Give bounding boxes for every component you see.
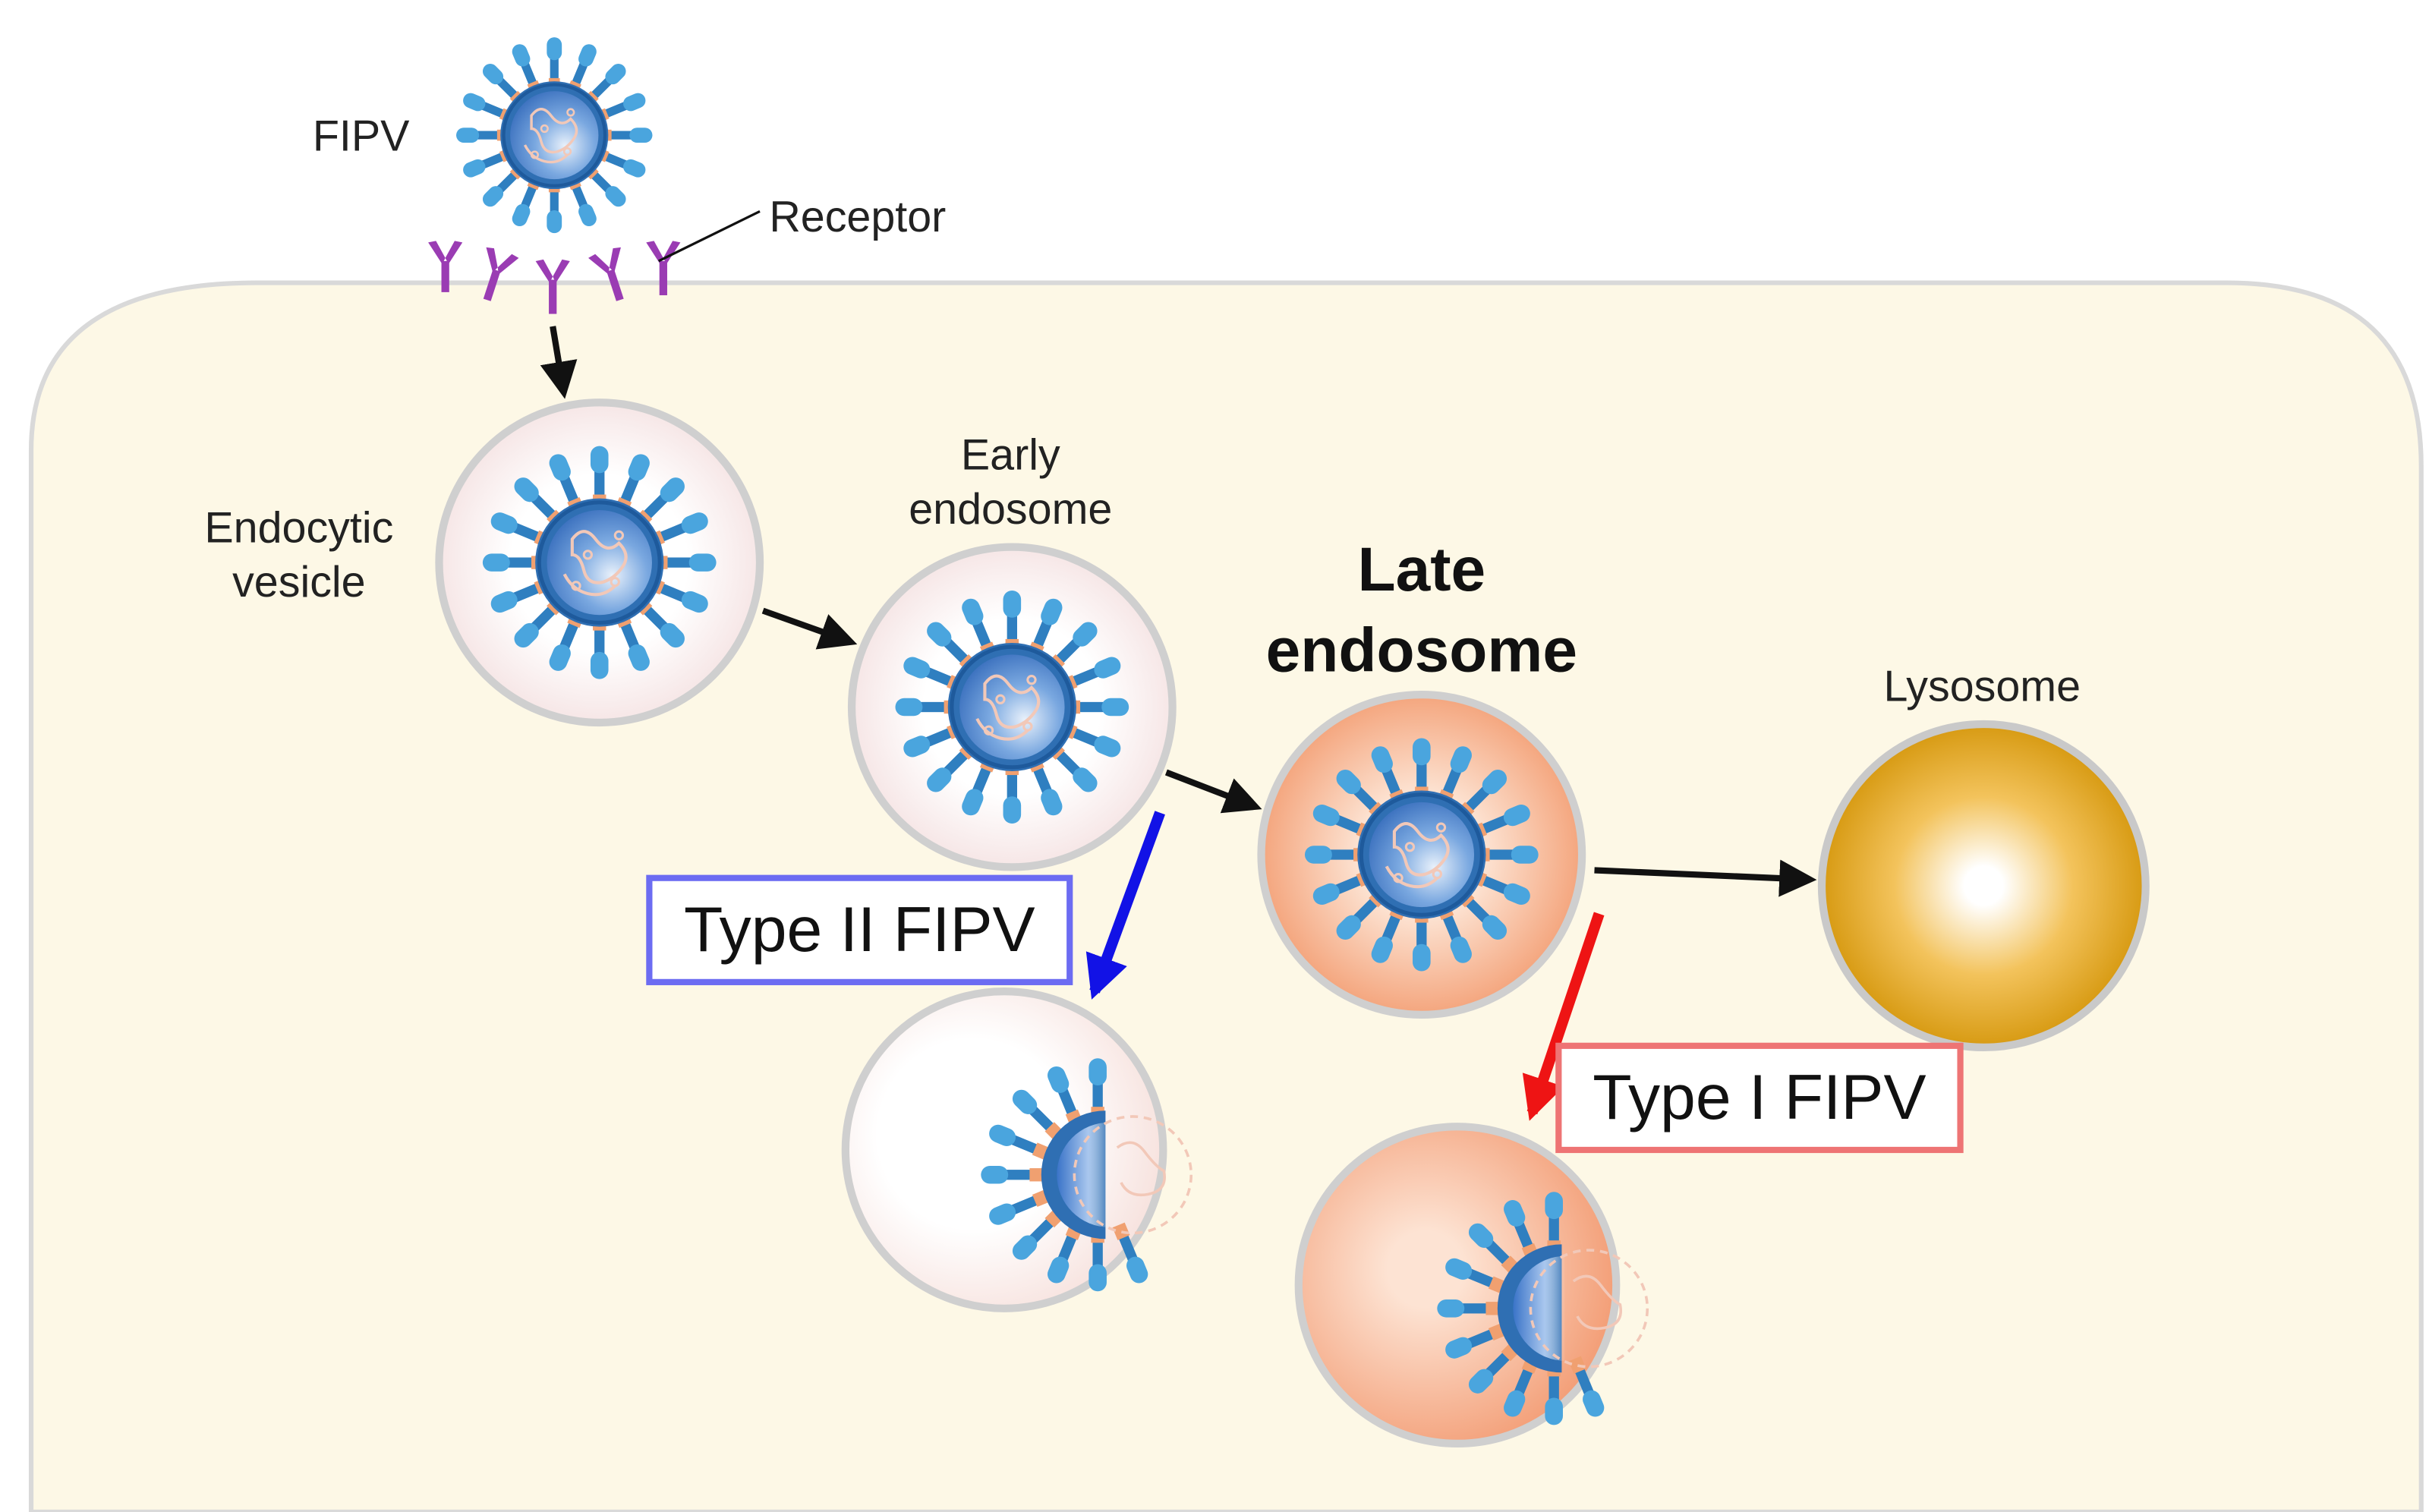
receptor-group (428, 241, 681, 314)
type-ii-box (646, 874, 1073, 985)
early-endosome-label-line2: endosome (909, 485, 1112, 534)
type-i-box (1555, 1042, 1964, 1154)
arrow-to-late-endosome (1164, 769, 1262, 814)
arrow-entry (540, 326, 578, 399)
late-endosome-label-line1: Late (1357, 535, 1485, 604)
lysosome (1817, 720, 2150, 1051)
endocytic-vesicle (435, 398, 764, 727)
receptor-leader-line (657, 209, 761, 263)
type-i-fusion-vesicle (1294, 1123, 1647, 1448)
receptor-label: Receptor (769, 193, 946, 241)
lysosome-label: Lysosome (1884, 662, 2081, 710)
late-endosome (1257, 691, 1586, 1019)
fipv-label: FIPV (313, 112, 410, 161)
type-ii-label: Type II FIPV (684, 893, 1035, 965)
type-i-label: Type I FIPV (1593, 1061, 1926, 1132)
arrow-type-ii-fusion (1085, 811, 1165, 1000)
early-endosome (847, 543, 1177, 871)
type-ii-fusion-vesicle (841, 988, 1191, 1312)
endocytic-vesicle-label-line1: Endocytic (204, 504, 393, 553)
fipv-virion (456, 37, 652, 233)
arrow-to-early-endosome (761, 607, 858, 650)
early-endosome-label-line1: Early (961, 430, 1060, 479)
arrow-type-i-fusion (1522, 912, 1605, 1121)
late-endosome-label-line2: endosome (1266, 616, 1577, 685)
arrow-to-lysosome (1594, 859, 1817, 897)
endocytic-vesicle-label-line2: vesicle (232, 558, 365, 606)
